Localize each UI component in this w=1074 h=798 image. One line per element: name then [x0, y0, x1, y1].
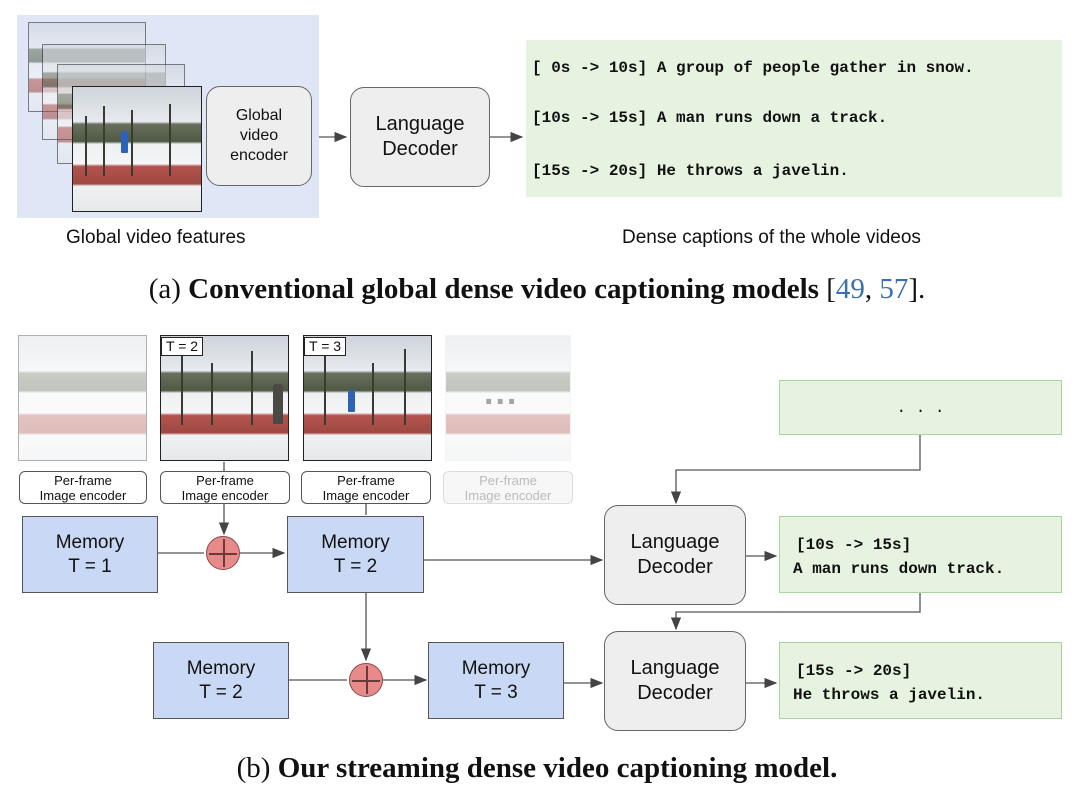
caption-line-3: [15s -> 20s] He throws a javelin.: [532, 162, 849, 180]
global-video-features-label: Global video features: [66, 227, 246, 248]
encoder-label-line1: Per-frame: [196, 472, 254, 488]
streaming-caption-box-1: [10s -> 15s] A man runs down track.: [779, 516, 1062, 593]
memory-label: Memory: [186, 657, 256, 679]
caption-text-2: He throws a javelin.: [793, 686, 986, 704]
caption-a-bold: Conventional global dense video captioni…: [188, 273, 819, 305]
frame-t1: [18, 335, 147, 461]
memory-label: Memory: [461, 657, 531, 679]
global-video-encoder-box: Global video encoder: [206, 86, 312, 186]
memory-label: Memory: [321, 531, 390, 553]
memory-time: T = 1: [68, 555, 112, 577]
language-decoder-box-a: Language Decoder: [350, 87, 490, 187]
frame-t2: [160, 335, 289, 461]
per-frame-encoder-4: Per-frame Image encoder: [443, 471, 573, 504]
citation-link-1[interactable]: 49: [835, 273, 865, 305]
decoder-text-line2: Decoder: [382, 138, 458, 160]
dense-captions-label: Dense captions of the whole videos: [622, 227, 921, 248]
caption-line-2: [10s -> 15s] A man runs down a track.: [532, 109, 888, 127]
frame-future: ...: [445, 335, 571, 461]
caption-a-open: [: [818, 273, 836, 305]
memory-box-row1-t2: Memory T = 2: [287, 516, 424, 593]
encoder-label-line2: Image encoder: [39, 487, 127, 503]
caption-b-prefix: (b): [236, 752, 278, 784]
streaming-caption-box-2: [15s -> 20s] He throws a javelin.: [779, 642, 1062, 719]
frame-label-t3: T = 3: [304, 337, 347, 356]
memory-time: T = 2: [333, 555, 378, 577]
caption-time-1: [10s -> 15s]: [796, 536, 912, 554]
caption-time-2: [15s -> 20s]: [796, 662, 912, 680]
caption-a-close: ].: [908, 273, 926, 305]
memory-time: T = 2: [199, 681, 243, 703]
encoder-label-line1: Per-frame: [337, 472, 395, 488]
language-decoder-box-b2: Language Decoder: [604, 631, 746, 731]
decoder-text-line1: Language: [630, 531, 720, 553]
caption-text-1: A man runs down track.: [793, 560, 1005, 578]
frame-ellipsis: ...: [484, 374, 519, 412]
per-frame-encoder-1: Per-frame Image encoder: [19, 471, 147, 504]
frame-t3: [303, 335, 432, 461]
caption-a-prefix: (a): [148, 273, 189, 305]
video-frame-main: [72, 86, 202, 212]
encoder-text-line3: encoder: [230, 147, 288, 164]
encoder-label-line2: Image encoder: [464, 487, 552, 503]
encoder-label-line1: Per-frame: [54, 472, 112, 488]
figure-caption-a: (a) Conventional global dense video capt…: [0, 273, 1074, 306]
encoder-text-line1: Global: [235, 107, 283, 124]
encoder-label-line2: Image encoder: [322, 487, 410, 503]
encoder-label-line1: Per-frame: [479, 472, 537, 488]
caption-b-bold: Our streaming dense video captioning mod…: [277, 752, 838, 784]
previous-caption-ellipsis: . . .: [896, 398, 945, 417]
memory-box-row2-t3: Memory T = 3: [428, 642, 564, 719]
per-frame-encoder-2: Per-frame Image encoder: [160, 471, 290, 504]
decoder-text-line1: Language: [375, 113, 465, 135]
language-decoder-box-b1: Language Decoder: [604, 505, 746, 605]
decoder-text-line2: Decoder: [637, 556, 713, 578]
per-frame-encoder-3: Per-frame Image encoder: [301, 471, 431, 504]
encoder-label-line2: Image encoder: [181, 487, 269, 503]
decoder-text-line2: Decoder: [637, 682, 713, 704]
memory-box-row2-t2: Memory T = 2: [153, 642, 289, 719]
add-operator-icon: [206, 536, 240, 570]
decoder-text-line1: Language: [630, 657, 720, 679]
figure-caption-b: (b) Our streaming dense video captioning…: [0, 752, 1074, 785]
citation-link-2[interactable]: 57: [879, 273, 909, 305]
dense-captions-panel: [ 0s -> 10s] A group of people gather in…: [526, 40, 1062, 197]
previous-caption-box: . . .: [779, 380, 1062, 435]
caption-a-sep: ,: [864, 273, 880, 305]
encoder-text-line2: video: [239, 127, 279, 144]
memory-time: T = 3: [474, 681, 518, 703]
memory-box-row1-t1: Memory T = 1: [22, 516, 158, 593]
memory-label: Memory: [55, 531, 125, 553]
caption-line-1: [ 0s -> 10s] A group of people gather in…: [532, 59, 974, 77]
add-operator-icon: [349, 663, 383, 697]
frame-label-t2: T = 2: [161, 337, 204, 356]
